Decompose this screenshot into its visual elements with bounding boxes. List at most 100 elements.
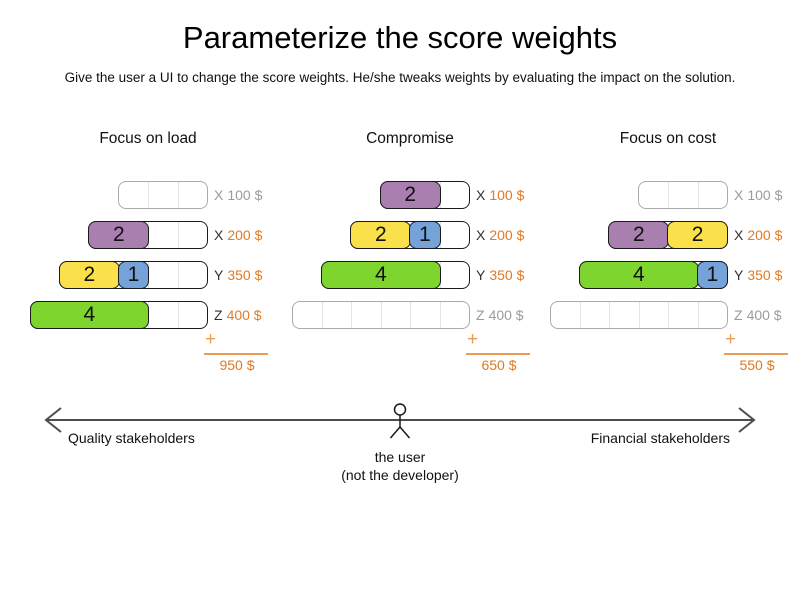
slot-divider [697, 182, 699, 208]
process-block-value: 2 [83, 263, 96, 286]
slot-divider [177, 222, 179, 248]
slot-divider [410, 302, 412, 328]
sum-line [204, 353, 268, 355]
computer-letter: X [734, 227, 744, 243]
process-block-value: 4 [83, 303, 96, 326]
computer-letter: Z [214, 307, 223, 323]
slot-divider [579, 302, 581, 328]
scenario-title: Compromise [366, 130, 454, 147]
process-block-value: 2 [691, 223, 704, 246]
computer-track [291, 301, 470, 329]
slot-divider [668, 182, 670, 208]
computer-letter: X [476, 227, 486, 243]
process-block-value: 2 [374, 223, 387, 246]
quality-stakeholders-label: Quality stakeholders [68, 430, 195, 446]
computer-cost: 400 $ [488, 307, 524, 323]
page-title: Parameterize the score weights [182, 20, 618, 55]
process-block-value: 2 [632, 223, 645, 246]
slot-divider [177, 302, 179, 328]
computer-track: 4 [29, 301, 208, 329]
page-subtitle: Give the user a UI to change the score w… [64, 70, 736, 85]
plus-sign: + [467, 329, 479, 350]
process-block-yellow: 2 [59, 261, 120, 289]
process-block-green: 4 [579, 261, 699, 289]
process-block-value: 1 [706, 263, 719, 286]
computer-cost: 350 $ [227, 267, 263, 283]
process-block-value: 2 [112, 223, 125, 246]
the-user-label: the user [374, 449, 426, 465]
scenario-title: Focus on load [99, 130, 197, 147]
computer-letter: Y [476, 267, 486, 283]
computer-letter: Y [734, 267, 744, 283]
process-block-value: 1 [127, 263, 140, 286]
computer-track: 2 [88, 221, 208, 249]
process-block-purple: 2 [88, 221, 150, 249]
process-block-value: 4 [632, 263, 645, 286]
slot-divider [177, 262, 179, 288]
computer-cost: 400 $ [226, 307, 262, 323]
stick-figure-user-icon [389, 403, 411, 439]
computer-letter: X [214, 227, 224, 243]
computer-track [549, 301, 728, 329]
process-block-purple: 2 [379, 181, 441, 209]
computer-cost: 100 $ [489, 187, 525, 203]
slot-divider [609, 302, 611, 328]
total-cost: 950 $ [219, 357, 255, 373]
slot-divider [177, 182, 179, 208]
financial-stakeholders-label: Financial stakeholders [590, 430, 730, 446]
computer-cost: 100 $ [227, 187, 263, 203]
not-the-developer-label: (not the developer) [341, 467, 459, 483]
process-block-yellow: 2 [667, 221, 728, 249]
computer-cost: 200 $ [489, 227, 525, 243]
computer-track: 2 [379, 181, 470, 209]
sum-line [724, 353, 788, 355]
slot-divider [351, 302, 353, 328]
process-block-blue: 1 [409, 221, 441, 249]
computer-letter: Z [476, 307, 485, 323]
arrow-right-icon [738, 407, 756, 433]
computer-letter: Z [734, 307, 743, 323]
slot-divider [380, 302, 382, 328]
sum-line [466, 353, 530, 355]
process-block-value: 4 [374, 263, 387, 286]
computer-cost: 200 $ [747, 227, 783, 243]
computer-track [637, 181, 728, 209]
process-block-blue: 1 [696, 261, 728, 289]
scenario-title: Focus on cost [619, 130, 717, 147]
slot-divider [321, 302, 323, 328]
computer-cost: 400 $ [746, 307, 782, 323]
process-block-value: 1 [419, 223, 431, 246]
slot-divider [697, 302, 699, 328]
slot-divider [439, 302, 441, 328]
computer-cost: 100 $ [747, 187, 783, 203]
process-block-purple: 2 [608, 221, 670, 249]
computer-letter: X [476, 187, 486, 203]
slot-divider [638, 302, 640, 328]
computer-track: 4 [321, 261, 470, 289]
stakeholder-axis [44, 403, 756, 439]
process-block-green: 4 [29, 301, 150, 329]
computer-letter: Y [214, 267, 224, 283]
slot-divider [148, 182, 150, 208]
total-cost: 650 $ [481, 357, 517, 373]
computer-track [117, 181, 208, 209]
computer-cost: 350 $ [489, 267, 525, 283]
computer-cost: 350 $ [747, 267, 783, 283]
